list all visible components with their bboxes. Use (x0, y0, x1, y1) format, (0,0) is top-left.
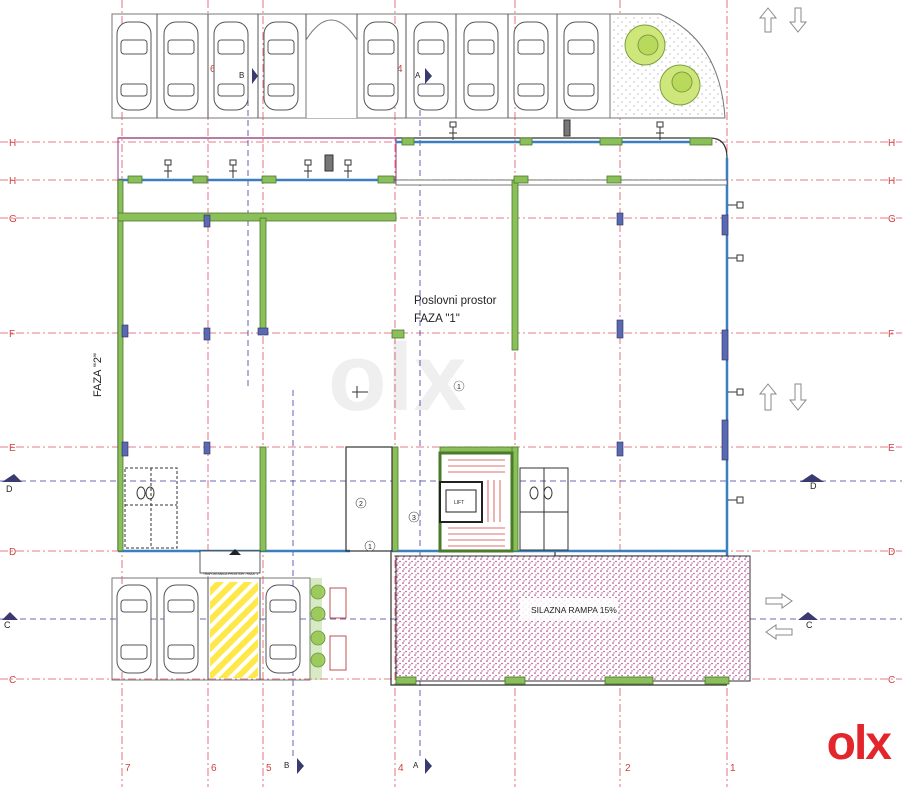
top-arch (305, 19, 358, 118)
section-a-bottom-icon (425, 758, 432, 774)
row-axis-right-5: D (888, 547, 895, 558)
column-axis-labels-bottom: 7 6 5 4 2 1 (125, 763, 736, 774)
col-axis-top-3: 4 (397, 64, 403, 75)
row-axis-left-1: H (9, 176, 16, 187)
section-d-left: D (6, 484, 13, 494)
section-markers: D D C C B A B A (2, 68, 824, 774)
row-axis-left-0: H (9, 138, 16, 149)
north-arrow-icon (352, 386, 368, 398)
section-c-left-icon (2, 612, 18, 620)
row-axis-right-4: E (888, 443, 895, 454)
car-icon (213, 21, 249, 111)
section-c-right-icon (798, 612, 818, 620)
section-a-top-icon (425, 68, 432, 84)
car-icon (463, 21, 499, 111)
direction-arrows (758, 7, 808, 640)
watermark: olx (328, 324, 467, 431)
row-axis-right-2: G (888, 214, 896, 225)
tree-icons (624, 24, 701, 106)
hatched-zone (210, 582, 258, 678)
col-axis-bottom-3: 4 (398, 763, 404, 774)
faza2-label: FAZA "2" (92, 353, 104, 397)
row-axis-left-6: C (9, 675, 16, 686)
toilet-blocks (124, 467, 569, 551)
car-icon (265, 584, 301, 674)
col-axis-bottom-0: 7 (125, 763, 131, 774)
columns (121, 212, 729, 461)
room-number: 2 (359, 501, 363, 508)
section-b-bottom: B (284, 761, 289, 770)
green-walls (117, 137, 713, 552)
col-axis-bottom-5: 1 (730, 763, 736, 774)
row-axis-right-6: C (888, 675, 895, 686)
svg-text:olx: olx (328, 324, 467, 431)
panel-box: TRAFOSTANICA PROSTOR - FAZA "1" (199, 549, 261, 576)
car-icon (163, 21, 199, 111)
stair-core: LIFT (345, 446, 514, 553)
car-icon (413, 21, 449, 111)
car-icon (116, 21, 152, 111)
garden-area (609, 13, 726, 119)
car-icon (163, 584, 199, 674)
ramp-area: SILAZNA RAMPA 15% (395, 555, 751, 685)
fixture-symbols (164, 119, 744, 504)
car-icons-top (116, 21, 599, 111)
room-number: 1 (368, 544, 372, 551)
car-icon (363, 21, 399, 111)
section-b-bottom-icon (297, 758, 304, 774)
section-b-top-icon (252, 68, 258, 84)
ramp-label: SILAZNA RAMPA 15% (531, 605, 617, 615)
car-icon (513, 21, 549, 111)
section-c-right: C (806, 620, 813, 630)
row-axis-left-5: D (9, 547, 16, 558)
top-parking (111, 13, 726, 119)
car-icon (116, 584, 152, 674)
section-b-top: B (239, 71, 244, 80)
col-axis-top-1: 6 (210, 64, 216, 75)
room-numbers: 1 2 3 1 (355, 380, 465, 552)
row-axis-left-4: E (9, 443, 16, 454)
arrow-left-icon (765, 624, 793, 640)
section-a-top: A (415, 71, 421, 80)
bottom-parking (111, 577, 347, 681)
arrow-down-icon (788, 383, 808, 411)
arrow-up-icon (758, 383, 778, 411)
poslovni-prostor-label: Poslovni prostor (414, 295, 497, 307)
row-axis-labels: H H G F E D C H H G F E D C (9, 138, 896, 686)
lift-label: LIFT (454, 500, 464, 506)
row-axis-right-0: H (888, 138, 895, 149)
faza1-label: FAZA "1" (414, 313, 460, 325)
row-axis-right-3: F (888, 329, 894, 340)
arrow-up-icon (758, 7, 778, 33)
col-axis-bottom-4: 2 (625, 763, 631, 774)
section-d-left-icon (2, 474, 22, 482)
car-icons-bottom (116, 584, 301, 674)
row-axis-right-1: H (888, 176, 895, 187)
arrow-right-icon (765, 593, 793, 609)
section-d-right-icon (800, 474, 824, 482)
bench-icons (329, 587, 347, 671)
car-icon (263, 21, 299, 111)
hedge-icons (310, 584, 326, 668)
col-axis-bottom-2: 5 (266, 763, 272, 774)
row-axis-left-2: G (9, 214, 17, 225)
col-axis-bottom-1: 6 (211, 763, 217, 774)
car-icon (563, 21, 599, 111)
section-a-bottom: A (413, 761, 419, 770)
row-axis-left-3: F (9, 329, 15, 340)
room-number: 1 (457, 384, 461, 391)
arrow-down-icon (788, 7, 808, 33)
lift-cabin (439, 481, 483, 523)
olx-logo: olx (826, 717, 892, 770)
section-d-right: D (810, 481, 817, 491)
panel-label: TRAFOSTANICA PROSTOR - FAZA "1" (203, 572, 259, 576)
section-c-left: C (4, 620, 11, 630)
room-number: 3 (412, 515, 416, 522)
